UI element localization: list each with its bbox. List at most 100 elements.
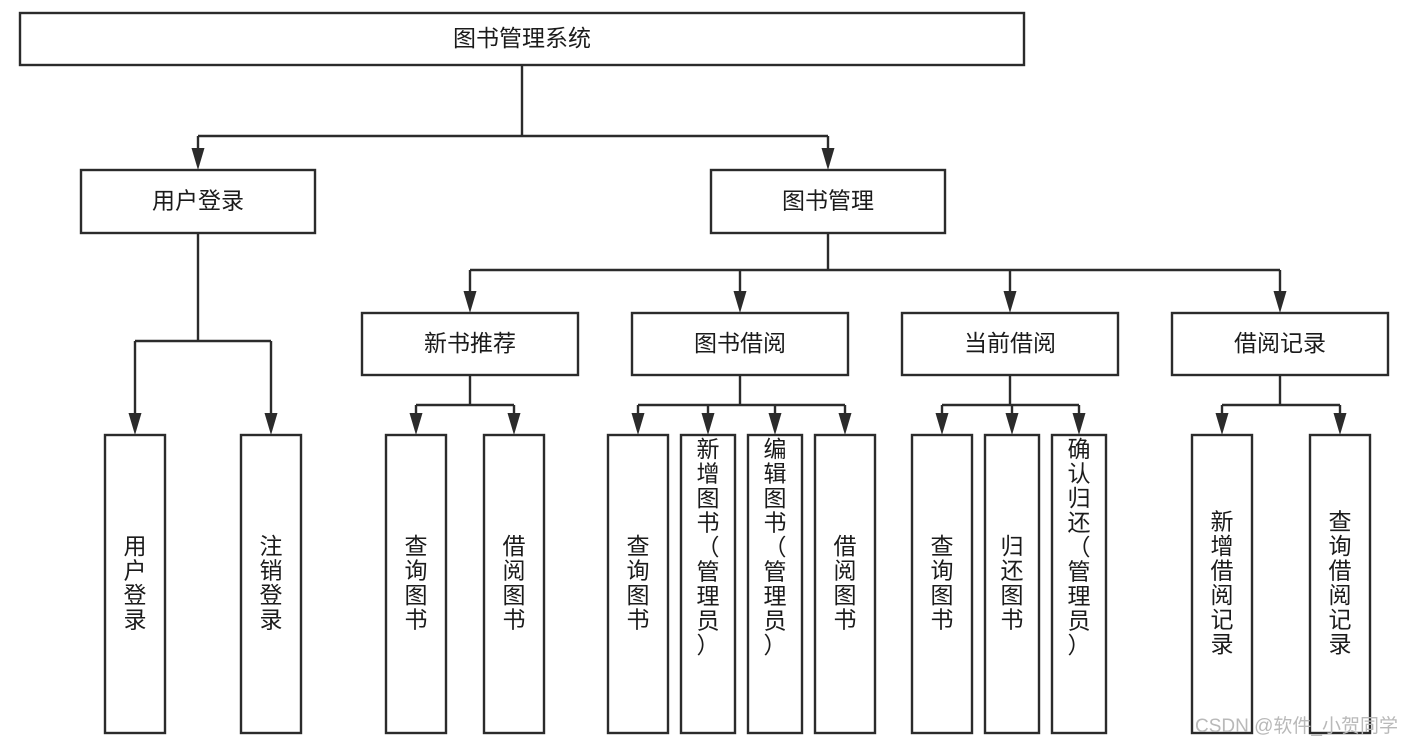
node-rect [384,433,448,735]
node-label-char: ） [697,632,720,658]
node-label-char: 借 [1211,558,1234,584]
node-rect [910,433,974,735]
node-rect [983,433,1041,735]
node-rect [482,433,546,735]
arrow-head-icon [409,413,423,435]
node-label-char: 登 [124,582,147,608]
arrow-head-icon [1072,413,1086,435]
node-label-char: 注 [260,533,283,559]
node-label-char: 理 [764,583,787,609]
node-label-char: 借 [1329,558,1352,584]
node-rect [1308,433,1372,735]
csdn-watermark: CSDN @软件_小贺同学 [1195,715,1398,737]
node-label-char: 登 [260,582,283,608]
arrow-head-icon [463,291,477,313]
node-label-char: 员 [764,608,787,634]
node-label-char: 理 [697,583,720,609]
node-layer: 图书管理系统用户登录图书管理新书推荐图书借阅当前借阅借阅记录用户登录注销登录查询… [18,11,1390,735]
node-label-char: 阅 [834,558,857,584]
node-label-char: 图 [405,582,428,608]
node-label-char: 书 [405,607,428,633]
node-root-0[interactable]: 图书管理系统 [18,11,1026,67]
node-label-char: 还 [1068,510,1091,536]
node-label-char: 图 [764,485,787,511]
node-label-char: （ [764,534,787,560]
node-level2-1[interactable]: 图书管理 [709,168,947,235]
node-rect [813,433,877,735]
node-label-char: 归 [1001,533,1024,559]
node-label-char: 图 [627,582,650,608]
node-label-char: 书 [1001,607,1024,633]
node-level3-2[interactable]: 当前借阅 [900,311,1120,377]
node-rect [1170,311,1390,377]
connector-layer [128,65,1347,435]
node-label-char: 管 [697,559,720,585]
node-rect [18,11,1026,67]
node-label-char: 借 [834,533,857,559]
node-label-char: 认 [1068,461,1091,487]
node-label-char: 录 [260,607,283,633]
node-label-char: 图 [1001,582,1024,608]
node-level3-3[interactable]: 借阅记录 [1170,311,1390,377]
node-label-char: （ [697,534,720,560]
node-label-char: 询 [627,558,650,584]
node-label-char: ） [764,632,787,658]
node-label: 当前借阅 [964,330,1056,356]
node-label-char: 用 [124,533,147,559]
node-label-char: 图 [931,582,954,608]
node-label-char: 管 [1068,559,1091,585]
arrow-head-icon [1273,291,1287,313]
node-rect [1050,433,1108,735]
arrow-head-icon [191,148,205,170]
node-leaf-0[interactable]: 用户登录 [103,433,167,735]
node-label-char: 书 [931,607,954,633]
node-label-char: 记 [1211,607,1234,633]
node-label-char: 员 [697,608,720,634]
node-label-char: 询 [1329,533,1352,559]
node-label-char: 录 [1329,631,1352,657]
node-label-char: 户 [124,558,147,584]
node-level3-1[interactable]: 图书借阅 [630,311,850,377]
node-rect [1190,433,1254,735]
node-level2-0[interactable]: 用户登录 [79,168,317,235]
arrow-head-icon [768,413,782,435]
node-label-char: 新 [1211,509,1234,535]
node-label-char: 图 [503,582,526,608]
node-label-char: 阅 [1329,582,1352,608]
node-label: 新书推荐 [424,330,516,356]
node-label-char: 查 [931,533,954,559]
node-label: 借阅记录 [1234,330,1326,356]
node-label-char: ） [1068,632,1091,658]
node-label-char: 查 [1329,509,1352,535]
node-label-char: 录 [1211,631,1234,657]
node-level3-0[interactable]: 新书推荐 [360,311,580,377]
node-rect [103,433,167,735]
node-label-char: 编 [764,436,787,462]
node-label-char: 查 [627,533,650,559]
arrow-head-icon [128,413,142,435]
node-label-char: 询 [931,558,954,584]
node-label-char: 阅 [503,558,526,584]
node-label-char: 图 [697,485,720,511]
arrow-head-icon [838,413,852,435]
node-label-char: 辑 [764,461,787,487]
node-label-char: 归 [1068,485,1091,511]
node-label-char: 书 [764,510,787,536]
node-label-char: 书 [834,607,857,633]
node-label-char: 录 [124,607,147,633]
node-label-char: 销 [260,558,283,584]
